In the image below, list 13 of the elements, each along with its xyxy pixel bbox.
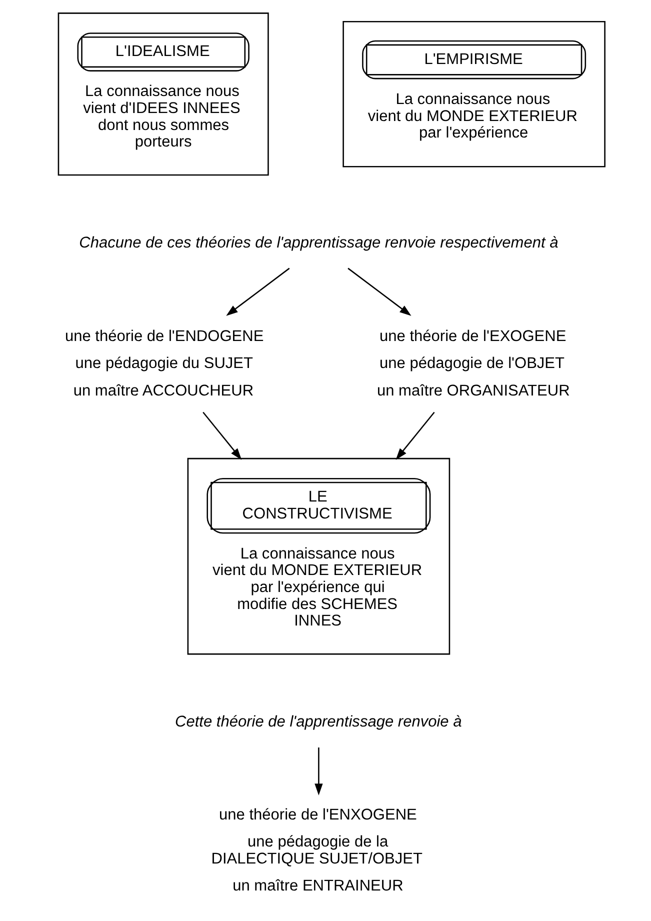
node-text: une théorie de l'ENXOGENE une pédagogie de la DIALECTIQUE SUJET/OBJET un maître ENTRAINEUR (211, 806, 422, 894)
arrow (226, 268, 290, 316)
node-text: Chacune de ces théories de l'apprentissage renvoie respectivement à (79, 234, 558, 252)
node-box: L'EMPIRISME La connaissance nous vient du MONDE EXTERIEUR par l'expérience (342, 20, 606, 168)
node-box: LE CONSTRUCTIVISME La connaissance nous vient du MONDE EXTERIEUR par l'expérience qui modifie des SCHEMES INNES (187, 458, 450, 655)
arrow (314, 747, 323, 796)
node-box: L'IDEALISME La connaissance nous vient d'IDEES INNEES dont nous sommes porteurs (58, 12, 269, 176)
node-text: une théorie de l'ENDOGENE une pédagogie du SUJET un maître ACCOUCHEUR (64, 328, 264, 400)
arrow (202, 412, 242, 460)
node-text: Cette théorie de l'apprentissage renvoie à (174, 714, 462, 731)
arrow (348, 268, 412, 316)
node-text: une théorie de l'EXOGENE une pédagogie de l'OBJET un maître ORGANISATEUR (376, 328, 570, 400)
arrow (396, 412, 435, 460)
